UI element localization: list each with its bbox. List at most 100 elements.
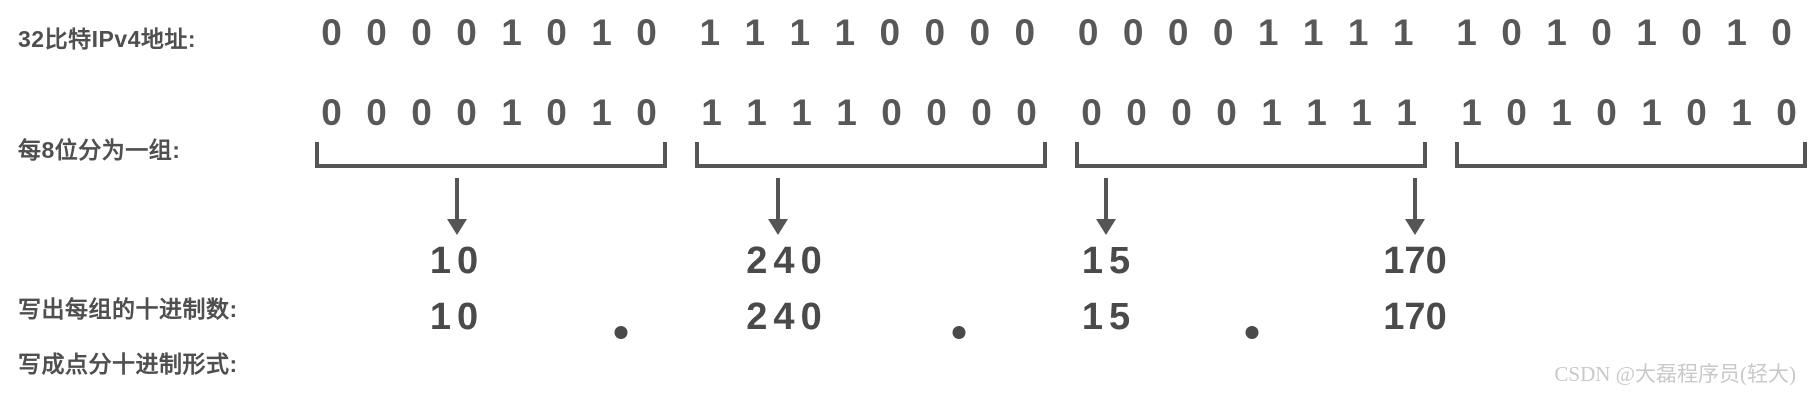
bit: 0 (1122, 12, 1144, 53)
bit: 0 (1081, 92, 1102, 133)
bit: 0 (366, 12, 387, 53)
bit: 0 (1591, 12, 1612, 53)
bit: 0 (1596, 92, 1617, 133)
decimal-value-octet-1: 10 (429, 240, 485, 282)
bit: 0 (411, 12, 432, 53)
arrow-octet-2 (776, 178, 780, 220)
bit: 1 (1302, 12, 1324, 53)
bit: 1 (1461, 92, 1482, 133)
bit: 0 (926, 92, 947, 133)
bit: 1 (1351, 92, 1372, 133)
bit: 1 (1731, 92, 1752, 133)
bit: 0 (924, 12, 946, 53)
dotted-value-3: 15 (1081, 296, 1137, 338)
dotted-value-2: 240 (746, 296, 828, 338)
decimal-value-octet-3: 15 (1081, 240, 1137, 282)
bit: 0 (879, 12, 901, 53)
bit: 0 (1126, 92, 1147, 133)
bit: 0 (1077, 12, 1099, 53)
bracket-octet-3 (1075, 142, 1427, 168)
bit: 0 (546, 92, 567, 133)
dot-separator-3 (1245, 326, 1259, 339)
bit: 1 (1347, 12, 1369, 53)
bit: 0 (1016, 92, 1037, 133)
label-group-by-8: 每8位分为一组: (18, 137, 181, 163)
bit: 1 (699, 12, 721, 53)
bit: 0 (1686, 92, 1707, 133)
bracket-octet-4 (1455, 142, 1807, 168)
bit: 0 (1506, 92, 1527, 133)
bit: 0 (636, 12, 657, 53)
bit: 0 (1771, 12, 1792, 53)
dotted-value-4: 170 (1383, 296, 1447, 338)
label-write-decimal: 写出每组的十进制数: (18, 296, 238, 322)
dotted-decimal-row: 10 240 15 170 (309, 296, 1804, 348)
bit: 0 (456, 92, 477, 133)
arrow-octet-1 (455, 178, 459, 220)
bit: 0 (456, 12, 477, 53)
dot-separator-2 (952, 326, 966, 339)
bit: 0 (1216, 92, 1237, 133)
bit: 0 (881, 92, 902, 133)
bit: 1 (1396, 92, 1417, 133)
bit: 1 (834, 12, 856, 53)
bit: 1 (836, 92, 857, 133)
octet-brackets (309, 142, 1807, 174)
dot-separator-1 (614, 326, 628, 339)
bit: 1 (1456, 12, 1477, 53)
bit: 1 (1641, 92, 1662, 133)
bit: 0 (1681, 12, 1702, 53)
bit: 1 (1306, 92, 1327, 133)
bit: 0 (1776, 92, 1797, 133)
bit: 0 (321, 12, 342, 53)
dotted-value-1: 10 (429, 296, 485, 338)
octet-arrows (309, 178, 1804, 236)
bit: 1 (1257, 12, 1279, 53)
bit: 1 (1392, 12, 1414, 53)
bit: 0 (1014, 12, 1036, 53)
bit: 1 (1726, 12, 1747, 53)
watermark: CSDN @大磊程序员(轻大) (1554, 362, 1796, 386)
label-dotted-decimal-form: 写成点分十进制形式: (18, 351, 238, 377)
bit: 0 (1212, 12, 1234, 53)
bit: 0 (366, 92, 387, 133)
label-32bit-address: 32比特IPv4地址: (18, 26, 197, 52)
bracket-octet-2 (695, 142, 1047, 168)
bit: 1 (591, 12, 612, 53)
bit: 1 (591, 92, 612, 133)
bit: 0 (321, 92, 342, 133)
bit: 0 (636, 92, 657, 133)
bit: 1 (501, 92, 522, 133)
bit: 1 (501, 12, 522, 53)
bit: 0 (411, 92, 432, 133)
bit: 1 (701, 92, 722, 133)
bit: 0 (971, 92, 992, 133)
bit: 1 (789, 12, 811, 53)
bit: 0 (969, 12, 991, 53)
bit: 1 (1261, 92, 1282, 133)
decimal-value-octet-4: 170 (1383, 240, 1447, 282)
decimal-values-row: 10 240 15 170 (309, 240, 1804, 292)
arrow-octet-4 (1413, 178, 1417, 220)
bit: 1 (791, 92, 812, 133)
bit: 1 (744, 12, 766, 53)
bit: 0 (1501, 12, 1522, 53)
bit: 1 (1546, 12, 1567, 53)
decimal-value-octet-2: 240 (746, 240, 828, 282)
bit: 0 (1171, 92, 1192, 133)
bracket-octet-1 (315, 142, 667, 168)
bit: 1 (1636, 12, 1657, 53)
bit: 0 (546, 12, 567, 53)
arrow-octet-3 (1104, 178, 1108, 220)
